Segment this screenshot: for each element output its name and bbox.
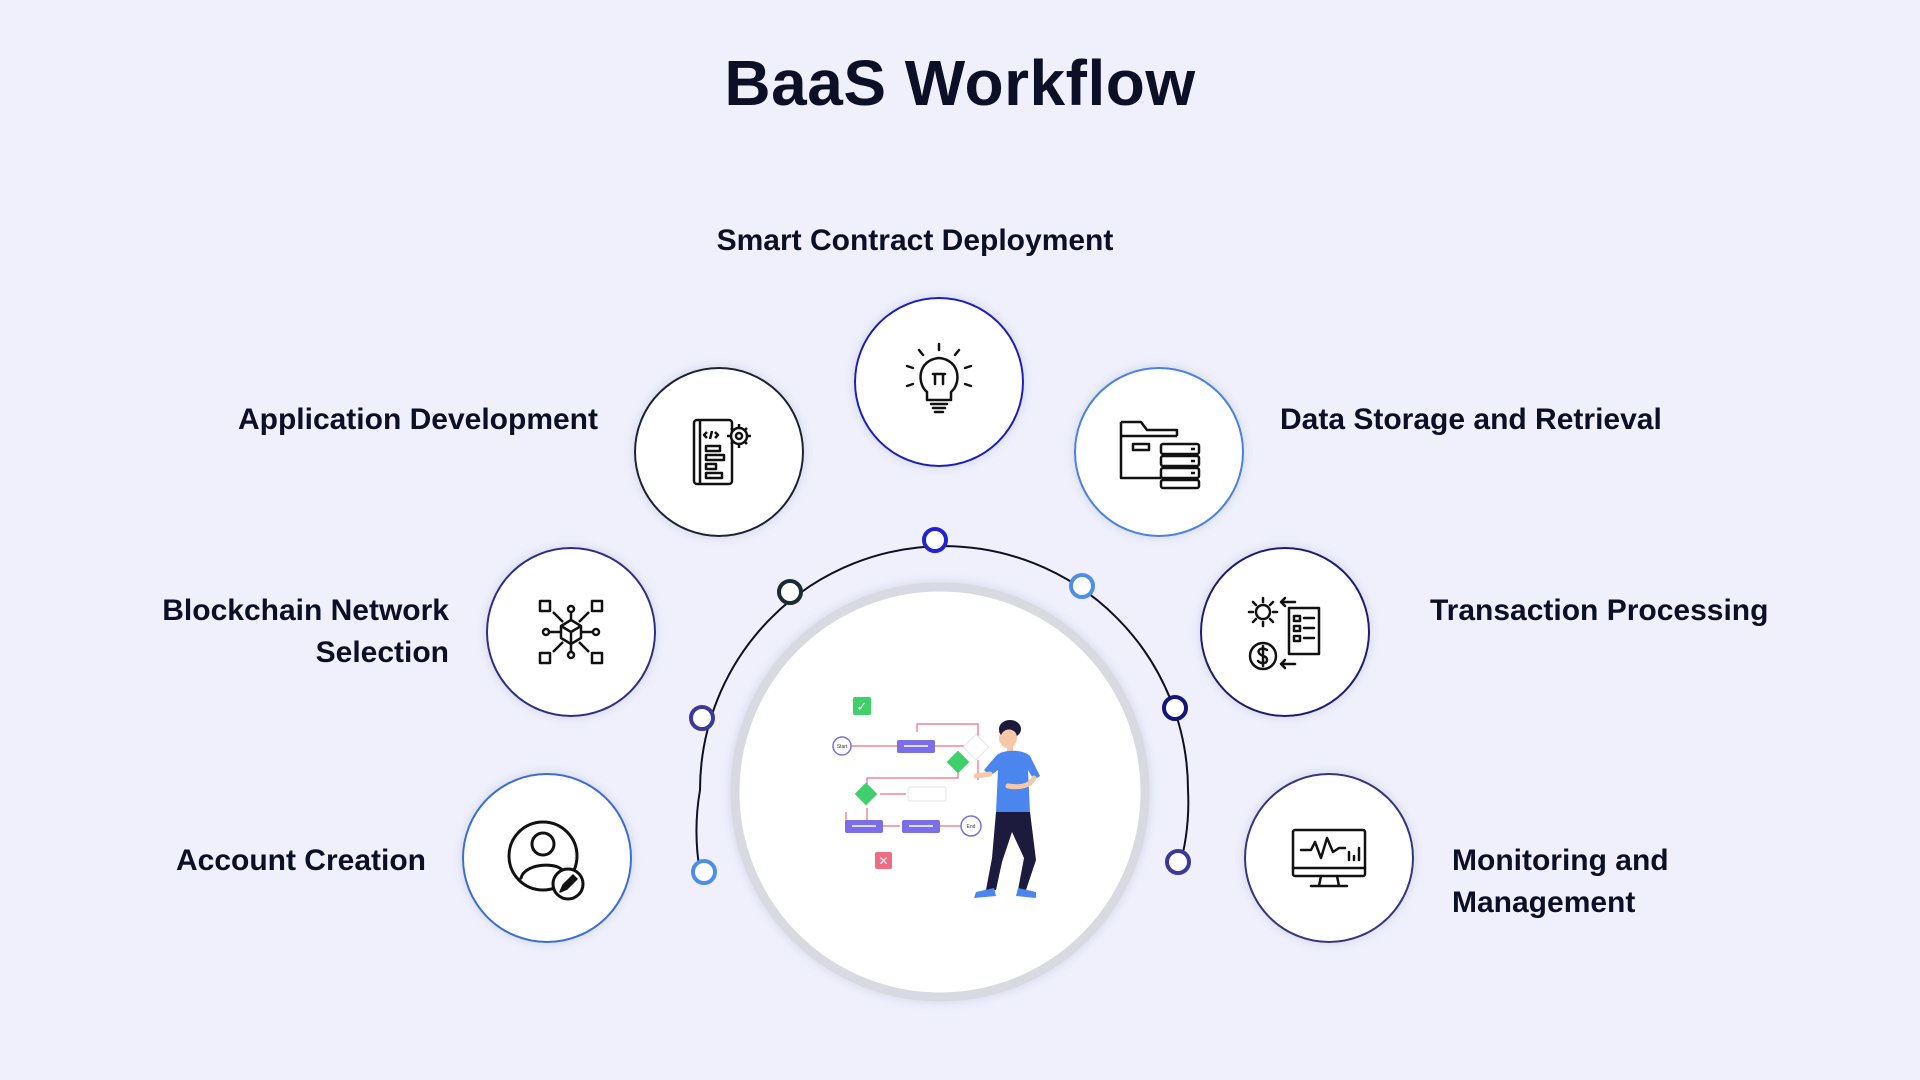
step-label-data-storage-and-retrieval: Data Storage and Retrieval <box>1280 399 1800 441</box>
arc-node <box>777 579 803 605</box>
step-label-line: Management <box>1452 886 1636 919</box>
monitor-chart-icon <box>1291 828 1367 888</box>
flow-empty-box <box>907 786 947 802</box>
step-label-line: Selection <box>315 636 449 669</box>
arc-node <box>1162 695 1188 721</box>
workflow-illustration: ✓ Start End ✕ <box>832 697 1040 898</box>
arc-node <box>1069 573 1095 599</box>
step-label-line: Blockchain Network <box>162 594 449 627</box>
lightbulb-icon <box>905 342 973 414</box>
app-development-icon <box>692 418 751 486</box>
step-label-blockchain-network-selection: Blockchain Network Selection <box>90 590 449 674</box>
check-badge <box>853 697 871 715</box>
step-label-line: Data Storage and Retrieval <box>1280 403 1662 436</box>
step-label-line: Account Creation <box>175 844 426 877</box>
account-edit-icon <box>507 820 585 901</box>
check-mark-icon: ✓ <box>857 700 868 715</box>
arc-node <box>691 859 717 885</box>
flow-empty-diamond <box>962 733 990 761</box>
transaction-icon <box>1247 596 1321 671</box>
folder-database-icon <box>1119 420 1201 490</box>
step-circle-smart-contract-deployment <box>854 297 1024 467</box>
step-label-line: Smart Contract Deployment <box>716 224 1114 257</box>
step-label-account-creation: Account Creation <box>90 840 426 882</box>
step-circle-account-creation <box>462 773 632 943</box>
step-circles <box>462 297 1414 943</box>
flow-decision-diamond <box>946 750 970 774</box>
step-label-transaction-processing: Transaction Processing <box>1430 590 1900 632</box>
step-circle-data-storage-and-retrieval <box>1074 367 1244 537</box>
start-label: Start <box>837 744 848 750</box>
flow-decision-diamond <box>854 782 878 806</box>
step-label-line: Application Development <box>237 403 598 436</box>
person-illustration <box>973 720 1040 898</box>
arc-node <box>689 705 715 731</box>
end-label: End <box>967 824 976 830</box>
start-node <box>832 736 852 756</box>
arc-node <box>922 527 948 553</box>
arc-nodes <box>689 527 1191 885</box>
end-node <box>960 815 982 837</box>
step-label-line: Transaction Processing <box>1430 594 1769 627</box>
cross-mark-icon: ✕ <box>878 854 888 868</box>
step-label-monitoring-and-management: Monitoring and Management <box>1452 840 1872 924</box>
step-circle-monitoring-and-management <box>1244 773 1414 943</box>
cross-badge <box>875 852 892 869</box>
step-label-application-development: Application Development <box>90 399 598 441</box>
step-label-smart-contract-deployment: Smart Contract Deployment <box>640 220 1190 262</box>
arc-node <box>1165 849 1191 875</box>
page-title: BaaS Workflow <box>724 47 1196 119</box>
blockchain-network-icon <box>538 599 604 665</box>
step-circle-transaction-processing <box>1200 547 1370 717</box>
step-label-line: Monitoring and <box>1452 844 1669 877</box>
